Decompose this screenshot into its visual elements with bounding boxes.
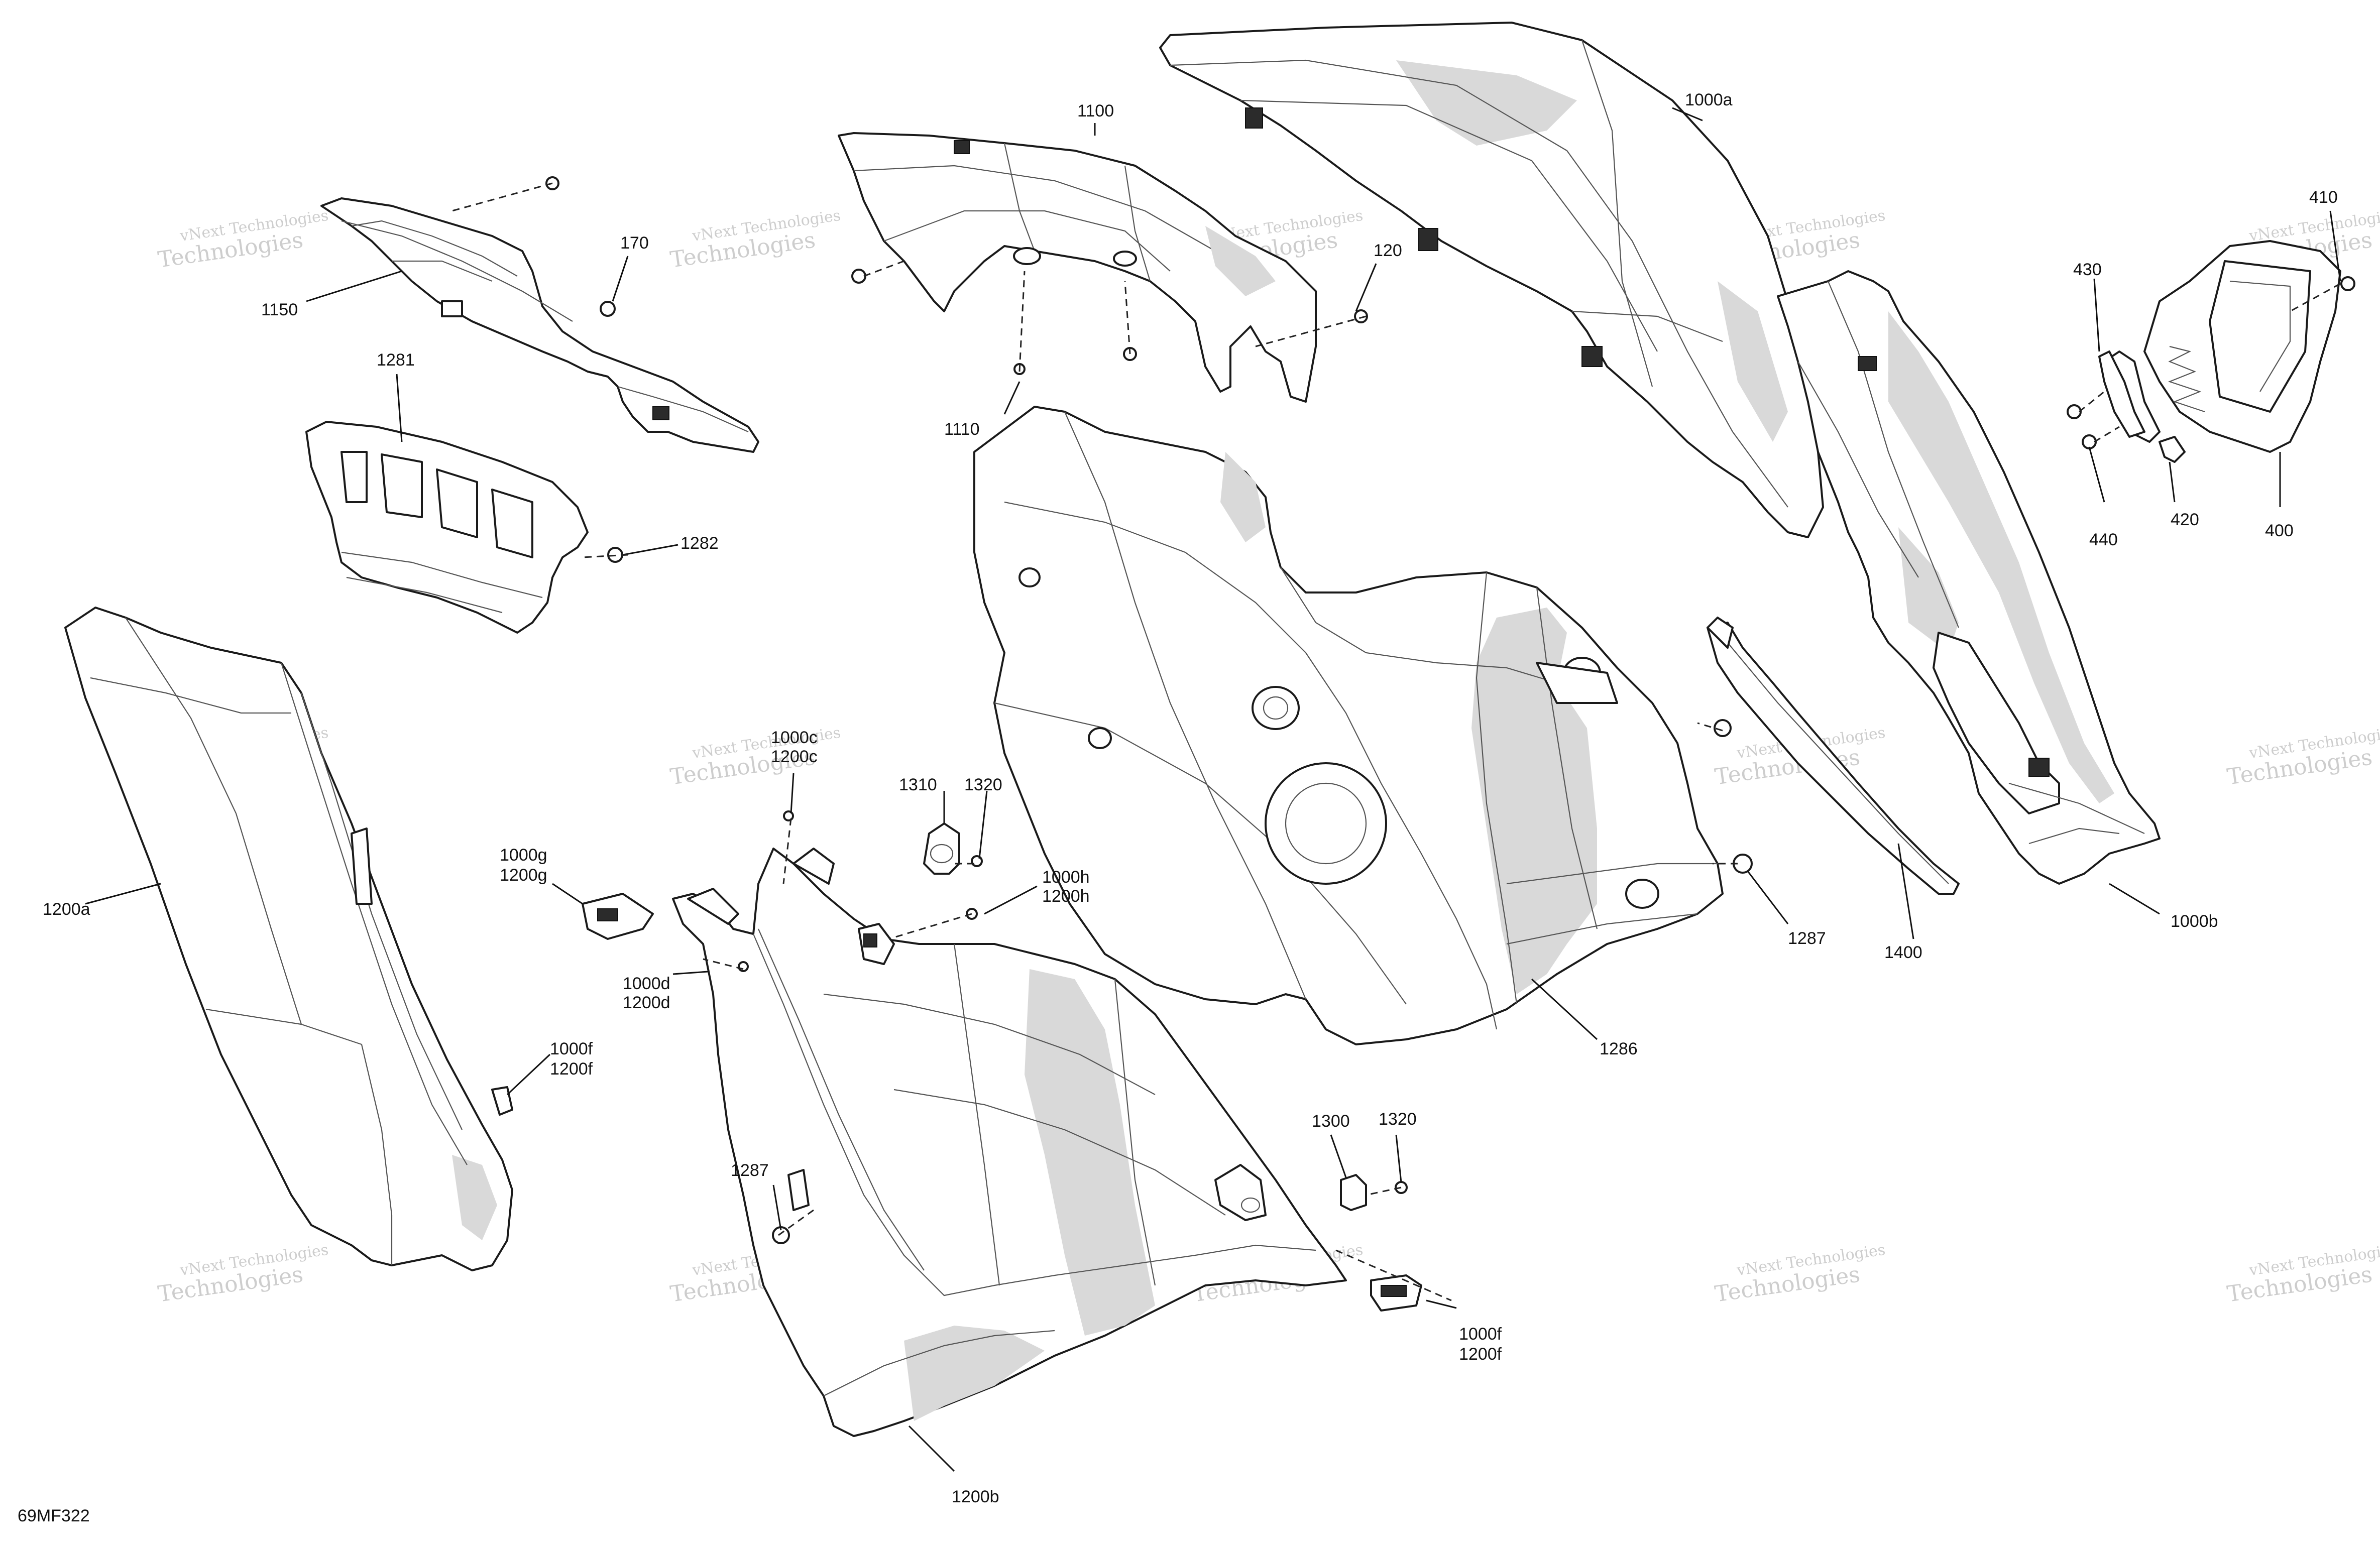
part-1281 — [305, 421, 589, 634]
callout-1000c: 1000c — [771, 728, 818, 747]
part-1400 — [1707, 617, 1960, 895]
callout-1200d: 1200d — [623, 993, 670, 1012]
part-1200b — [672, 848, 1347, 1437]
callout-1200h: 1200h — [1042, 887, 1090, 906]
part-1200a — [64, 607, 513, 1271]
callout-410: 410 — [2309, 188, 2338, 207]
callout-1287-right: 1287 — [1788, 929, 1826, 948]
clip-1000f-left — [491, 1086, 513, 1116]
callout-400: 400 — [2265, 521, 2294, 540]
callout-170: 170 — [620, 233, 649, 253]
callout-1200b: 1200b — [952, 1487, 999, 1506]
bracket-430 — [2098, 350, 2145, 438]
callout-1320-top: 1320 — [964, 775, 1002, 794]
callout-440: 440 — [2089, 530, 2118, 549]
callout-120: 120 — [1374, 241, 1402, 260]
callout-1200c: 1200c — [771, 747, 818, 766]
callout-labels: 1000a 1100 120 170 1150 1110 1281 1282 4… — [43, 90, 2338, 1506]
callout-1287-left: 1287 — [731, 1161, 769, 1180]
callout-1110: 1110 — [944, 420, 980, 439]
callout-1150: 1150 — [261, 300, 298, 319]
callout-1000b: 1000b — [2171, 912, 2218, 931]
callout-1281: 1281 — [377, 350, 415, 370]
callout-420: 420 — [2171, 510, 2199, 529]
hardware — [491, 176, 2355, 1312]
callout-1000g: 1000g — [500, 846, 547, 865]
callout-1000h: 1000h — [1042, 868, 1090, 887]
callout-1286: 1286 — [1600, 1039, 1638, 1058]
clip-near-1000d — [687, 888, 739, 925]
nut-420 — [2159, 436, 2186, 463]
callout-1200g: 1200g — [500, 866, 547, 885]
part-1286 — [973, 406, 1724, 1045]
callout-1000a: 1000a — [1685, 90, 1733, 109]
callout-1000f-left: 1000f — [550, 1039, 593, 1058]
grommet-1300 — [1340, 1174, 1367, 1211]
callout-1400: 1400 — [1884, 943, 1922, 962]
callout-1310: 1310 — [899, 775, 937, 794]
callout-1320-bottom: 1320 — [1379, 1110, 1417, 1129]
part-1000a — [1159, 22, 1824, 538]
callout-1200f-right: 1200f — [1459, 1345, 1502, 1364]
part-1100 — [838, 132, 1317, 403]
callout-1200f-left: 1200f — [550, 1059, 593, 1079]
part-1000b — [1777, 270, 2161, 885]
fastener-1310 — [923, 822, 960, 875]
drawing-reference: 69MF322 — [18, 1506, 90, 1525]
callout-1100: 1100 — [1077, 101, 1114, 121]
callout-1282: 1282 — [681, 534, 719, 553]
leader-lines — [85, 107, 2341, 1472]
callout-1300: 1300 — [1312, 1112, 1350, 1131]
callout-1000f-right: 1000f — [1459, 1325, 1502, 1344]
part-1150 — [320, 197, 759, 453]
callout-430: 430 — [2073, 260, 2102, 279]
callout-1200a: 1200a — [43, 900, 90, 919]
callout-1000d: 1000d — [623, 974, 670, 993]
